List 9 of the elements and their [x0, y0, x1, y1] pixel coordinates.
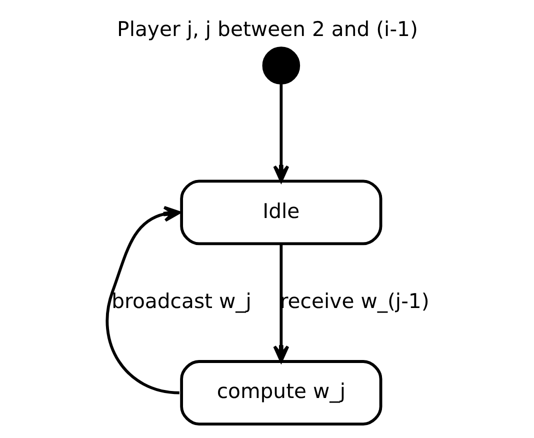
edge-label: receive w_(j-1) [279, 288, 429, 313]
edge-label: broadcast w_j [111, 288, 251, 313]
node-box: compute w_j [180, 360, 382, 426]
node-box: Idle [180, 180, 382, 246]
node-circle [262, 46, 300, 84]
arrow [272, 84, 289, 182]
arrow [105, 206, 180, 394]
diagram-title: Player j, j between 2 and (i-1) [116, 17, 418, 42]
arrow [272, 244, 289, 363]
